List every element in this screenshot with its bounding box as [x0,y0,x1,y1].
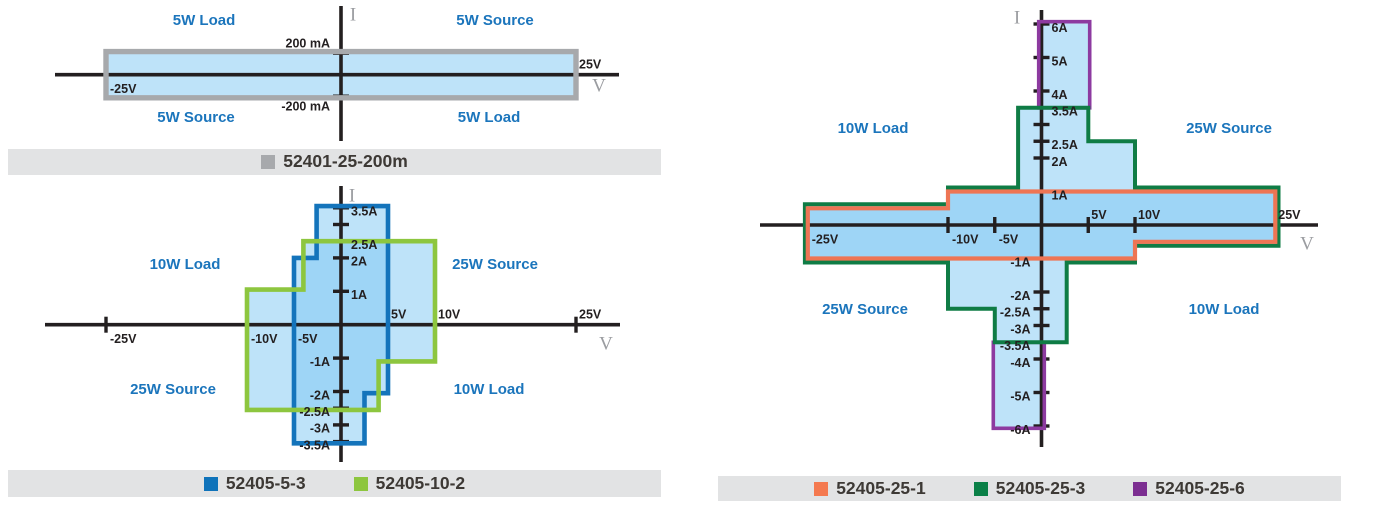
quadrant-label: 25W Source [1186,120,1272,137]
x-tick-label: 5V [391,307,407,321]
x-tick-label: 25V [1278,208,1301,222]
legend-bar-5w: 52401-25-200m [8,149,661,175]
fill-52405-25-6 [993,342,1045,429]
quadrant-label: 5W Source [456,12,534,29]
legend-swatch-blue [203,476,218,491]
axis-letter-V: V [1300,233,1314,254]
legend-label: 52405-25-1 [836,477,926,498]
y-tick-label: 6A [1052,21,1068,35]
quadrant-label: 25W Source [130,381,216,398]
fill-52405-25-6 [1038,21,1090,108]
legend-swatch-orange [814,481,829,496]
x-tick-label: 5V [1091,208,1107,222]
x-tick-label: -5V [999,232,1019,246]
y-tick-label: -3A [310,422,330,436]
legend-swatch-darkgreen [973,481,988,496]
legend-label: 52405-25-3 [995,477,1086,498]
y-tick-label: -1A [310,355,330,369]
legend-swatch-purple [1133,481,1148,496]
legend-swatch-gray [261,155,276,169]
y-tick-label: 3.5A [1052,105,1078,119]
legend-label: 52405-10-2 [375,472,466,493]
x-tick-label: 10V [438,307,461,321]
y-tick-label: 2A [351,255,367,269]
y-tick-label: 2.5A [351,238,377,252]
axis-letter-V: V [599,333,613,354]
legend-bar-5v-10v: 52405-5-3 52405-10-2 [8,470,661,497]
y-tick-label: 2A [1052,155,1068,169]
y-tick-label: -2A [1010,289,1030,303]
y-tick-label: -3A [1010,322,1030,336]
legend-label: 52405-5-3 [225,472,306,493]
x-tick-label: -5V [298,332,318,346]
axis-letter-I: I [1014,7,1020,28]
quadrant-label: 10W Load [150,256,221,273]
y-tick-label: 4A [1052,88,1068,102]
x-tick-label: -10V [251,332,278,346]
legend-item: 52405-25-6 [1133,477,1245,498]
x-tick-label: -25V [110,332,137,346]
legend-label: 52405-25-6 [1155,477,1245,498]
axis-letter-I: I [350,4,356,25]
quadrant-label: 25W Source [822,301,908,318]
axis-letter-I: I [349,185,355,206]
envelope-52405-25-1 [805,189,1278,261]
y-tick-label: -6A [1010,423,1030,437]
y-tick-label: -4A [1010,356,1030,370]
x-tick-label: 10V [1138,208,1161,222]
y-tick-label: -2.5A [299,405,330,419]
y-tick-label: 5A [1052,54,1068,68]
y-tick-label: -3.5A [1000,339,1031,353]
legend-label: 52401-25-200m [283,151,408,172]
legend-item: 52405-10-2 [353,472,466,493]
axis-letter-V: V [592,75,606,96]
x-tick-label: -25V [110,82,137,96]
y-tick-label: 1A [1052,188,1068,202]
envelope-52405-25-3 [802,105,1281,345]
y-tick-label: 200 mA [286,36,330,50]
y-tick-label: 3.5A [351,205,377,219]
y-tick-label: -5A [1010,389,1030,403]
x-tick-label: 25V [579,307,602,321]
y-tick-label: 2.5A [1052,138,1078,152]
legend-item: 52405-25-1 [814,477,926,498]
legend-bar-25v: 52405-25-1 52405-25-3 52405-25-6 [718,476,1341,501]
envelope-52405-10-2 [244,238,438,413]
quadrant-label: 5W Load [173,12,236,29]
quadrant-label: 5W Source [157,109,235,126]
quadrant-label: 10W Load [1189,301,1260,318]
y-tick-label: -3.5A [299,438,330,452]
x-tick-label: -10V [952,232,979,246]
y-tick-label: -2.5A [1000,306,1031,320]
legend-swatch-green [353,476,368,491]
quadrant-label: 10W Load [838,120,909,137]
y-tick-label: -200 mA [281,99,330,113]
y-tick-label: -1A [1010,255,1030,269]
y-tick-label: -2A [310,388,330,402]
quadrant-label: 25W Source [452,256,538,273]
quadrant-label: 5W Load [458,109,521,126]
y-tick-label: 1A [351,288,367,302]
legend-item: 52405-5-3 [203,472,306,493]
legend-item: 52405-25-3 [973,477,1086,498]
x-tick-label: 25V [579,57,602,71]
x-tick-label: -25V [812,232,839,246]
quadrant-label: 10W Load [454,381,525,398]
envelope-52401-25-200m [103,48,579,101]
legend-item: 52401-25-200m [261,153,408,171]
